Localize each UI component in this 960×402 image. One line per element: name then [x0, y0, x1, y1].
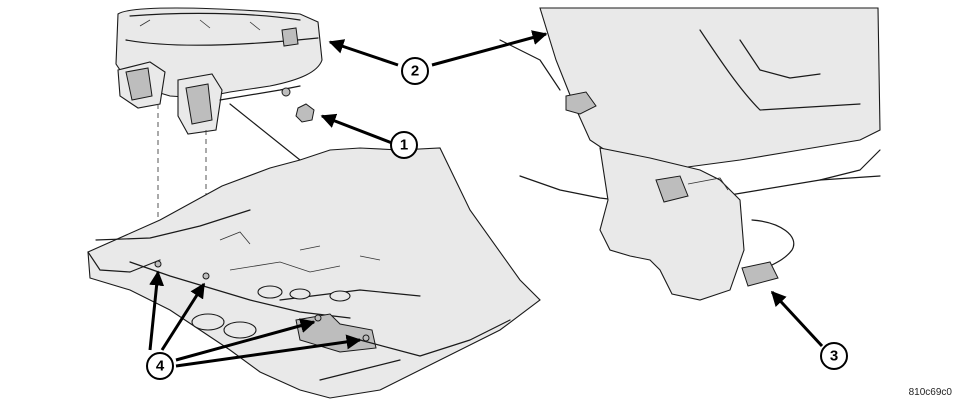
callout-2-label: 2 [411, 63, 419, 80]
seat-side-illustration [499, 7, 881, 301]
callout-1: 1 [390, 131, 418, 159]
callout-3-label: 3 [830, 348, 838, 365]
seat-assembly-illustration [115, 7, 323, 161]
figure-code: 810c69c0 [908, 387, 952, 398]
callout-4-label: 4 [156, 358, 165, 375]
callout-1-label: 1 [400, 137, 408, 154]
callout-4: 4 [146, 352, 174, 380]
callout-3: 3 [820, 342, 848, 370]
callout-2: 2 [401, 57, 429, 85]
callout-leaders [148, 30, 824, 368]
